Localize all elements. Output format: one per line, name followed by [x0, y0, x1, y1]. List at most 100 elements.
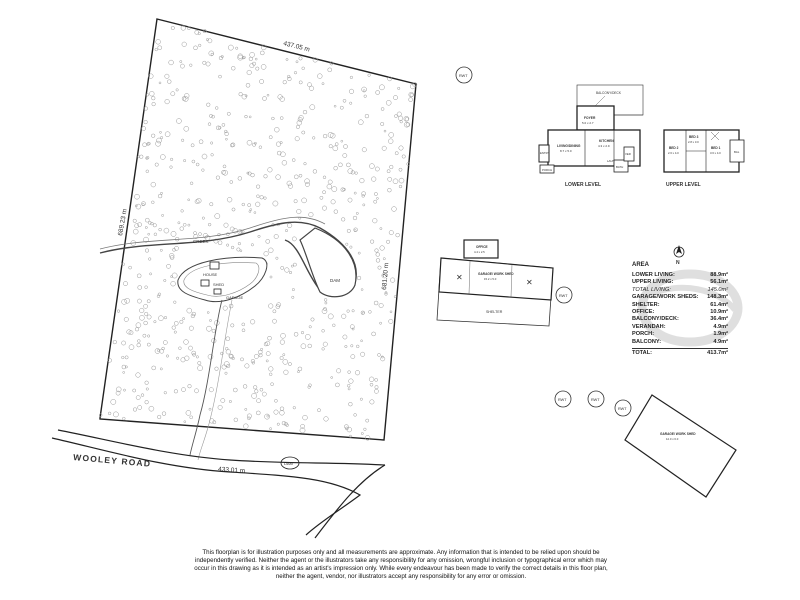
tree-icon	[125, 365, 128, 369]
tree-icon	[349, 324, 355, 330]
tree-icon	[293, 71, 298, 75]
tree-icon	[296, 208, 302, 215]
tree-icon	[179, 319, 184, 324]
tree-icon	[187, 384, 192, 389]
tree-icon	[393, 295, 397, 299]
tree-icon	[323, 416, 329, 422]
tree-icon	[267, 167, 273, 173]
tree-icon	[151, 365, 156, 371]
tree-icon	[222, 164, 227, 169]
tree-icon	[220, 398, 226, 403]
tree-icon	[164, 99, 170, 105]
tree-icon	[375, 258, 381, 263]
tree-icon	[260, 50, 265, 56]
area-row-label: UPPER LIVING:	[632, 279, 674, 286]
tree-icon	[368, 376, 375, 382]
tree-icon	[268, 247, 274, 253]
tree-icon	[140, 393, 145, 397]
tree-icon	[146, 342, 151, 347]
tree-icon	[250, 319, 256, 325]
tree-icon	[244, 408, 248, 411]
area-title: AREA	[632, 262, 650, 268]
tree-icon	[346, 228, 351, 233]
watermark-logo	[637, 269, 743, 347]
tree-icon	[368, 310, 372, 314]
tree-icon	[350, 354, 356, 359]
tree-icon	[233, 417, 238, 422]
tree-icon	[397, 86, 401, 90]
upper-level-plan: BAL BED 2 2.6 x 4.0 BED 3 2.8 x 3.0 BED …	[663, 129, 745, 188]
tree-icon	[404, 117, 409, 122]
tree-icon	[241, 202, 245, 207]
tree-icon	[153, 320, 157, 324]
tree-icon	[110, 399, 117, 405]
dim-right: 681.20 m	[381, 263, 390, 291]
tree-icon	[394, 114, 398, 118]
tree-icon	[210, 52, 214, 56]
tree-icon	[297, 366, 303, 372]
tree-icon	[237, 176, 242, 181]
tree-icon	[121, 262, 125, 267]
tree-icon	[128, 265, 132, 270]
tree-icon	[184, 355, 190, 361]
tree-icon	[225, 137, 228, 141]
tree-icon	[170, 275, 173, 278]
tree-icon	[225, 336, 231, 341]
area-row: VERANDAH:4.9m²	[632, 324, 728, 331]
bed3-label: BED 3	[689, 135, 699, 139]
tree-icon	[113, 411, 119, 418]
tree-icon	[193, 231, 197, 235]
area-row: GARAGE/WORK SHEDS:148.3m²	[632, 294, 728, 301]
area-row: TOTAL LIVING:145.0m²	[632, 287, 728, 294]
tree-icon	[107, 358, 112, 363]
tree-icon	[247, 416, 251, 421]
tree-icon	[121, 340, 126, 346]
tree-icon	[235, 46, 239, 50]
tree-icon	[322, 175, 327, 179]
tree-icon	[312, 57, 318, 63]
tree-icon	[283, 369, 289, 375]
tree-icon	[226, 111, 231, 116]
tree-icon	[217, 232, 221, 237]
tree-icon	[137, 285, 142, 290]
tree-icon	[198, 43, 202, 47]
road-edge-bottom	[51, 437, 362, 536]
tree-icon	[145, 169, 149, 173]
tree-icon	[348, 378, 354, 384]
tree-icon	[332, 323, 336, 327]
tree-icon	[284, 267, 290, 273]
tree-icon	[180, 209, 184, 213]
tree-icon	[134, 223, 140, 229]
tree-icon	[338, 162, 343, 168]
dam-label: DAM	[330, 278, 340, 283]
tree-icon	[169, 253, 175, 259]
tree-icon	[144, 248, 150, 253]
garage-plan-label: GARAGE/ WORK SHED	[660, 432, 696, 436]
tree-icon	[374, 192, 378, 196]
tree-icon	[380, 122, 385, 126]
tree-icon	[154, 162, 159, 167]
tree-icon	[319, 195, 324, 200]
tree-icon	[196, 198, 202, 204]
tree-icon	[333, 209, 338, 214]
tree-icon	[252, 142, 257, 147]
tree-icon	[214, 366, 219, 371]
tree-icon	[142, 142, 147, 147]
tree-icon	[256, 398, 261, 404]
bed2-dims: 2.6 x 4.0	[668, 151, 679, 155]
tree-icon	[322, 341, 328, 347]
tree-icon	[302, 414, 308, 421]
tree-icon	[272, 200, 279, 207]
tree-icon	[399, 120, 403, 124]
tree-icon	[412, 82, 418, 87]
shed-shelter-plan: OFFICE 4.4 x 2.5 ✕ ✕ GARAGE/ WORK SHED 1…	[436, 239, 554, 327]
tree-icon	[172, 248, 176, 252]
upper-balcony	[729, 139, 745, 163]
tree-icon	[249, 52, 255, 58]
tree-icon	[156, 294, 161, 298]
tree-icon	[233, 387, 238, 393]
tree-icon	[170, 157, 174, 161]
tree-icon	[378, 303, 384, 308]
tree-icon	[231, 66, 236, 71]
tree-icon	[287, 183, 294, 189]
